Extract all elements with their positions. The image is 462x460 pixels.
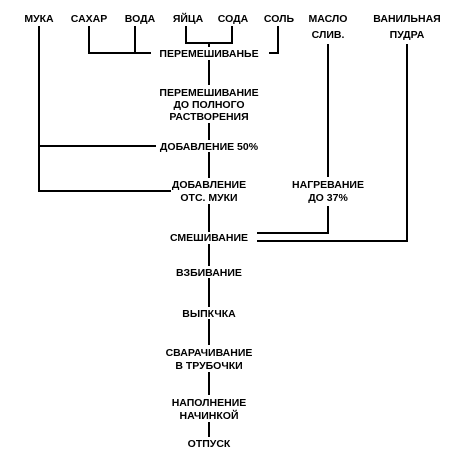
step-output: ОТПУСК: [188, 438, 231, 450]
connector-lines: [38, 26, 408, 437]
ingredient-eggs: ЯЙЦА: [173, 12, 204, 25]
step-add-50: ДОБАВЛЕНИЕ 50%: [160, 141, 259, 153]
step-mixing: ПЕРЕМЕШИВАНЬЕ: [159, 48, 258, 60]
step-rolling-line2: В ТРУБОЧКИ: [175, 360, 242, 372]
step-baking: ВЫПКЧКА: [182, 308, 236, 320]
process-steps: ПЕРЕМЕШИВАНЬЕ ПЕРЕМЕШИВАНИЕ ДО ПОЛНОГО Р…: [159, 48, 364, 450]
step-heating-line2: ДО 37%: [308, 192, 348, 204]
ingredient-flour: МУКА: [24, 13, 54, 25]
step-filling-line1: НАПОЛНЕНИЕ: [172, 397, 247, 409]
step-add-rest-line2: ОТС. МУКИ: [180, 192, 237, 204]
ingredient-sugar: САХАР: [71, 13, 108, 25]
step-filling-line2: НАЧИНКОЙ: [180, 409, 239, 422]
ingredient-butter-line2: СЛИВ.: [312, 29, 345, 41]
step-whipping: ВЗБИВАНИЕ: [176, 267, 242, 279]
step-heating-line1: НАГРЕВАНИЕ: [292, 179, 364, 191]
ingredient-soda: СОДА: [218, 13, 249, 25]
step-full-mixing-line2: ДО ПОЛНОГО: [173, 99, 244, 111]
ingredient-vanilla-line1: ВАНИЛЬНАЯ: [373, 13, 440, 25]
ingredient-butter-line1: МАСЛО: [309, 13, 348, 25]
step-full-mixing-line1: ПЕРЕМЕШИВАНИЕ: [159, 87, 258, 99]
ingredient-salt: СОЛЬ: [264, 13, 295, 25]
step-full-mixing-line3: РАСТВОРЕНИЯ: [169, 111, 248, 123]
ingredient-water: ВОДА: [125, 13, 156, 25]
ingredients-row: МУКА САХАР ВОДА ЯЙЦА СОДА СОЛЬ МАСЛО СЛИ…: [24, 12, 440, 41]
ingredient-vanilla-line2: ПУДРА: [390, 29, 425, 41]
step-add-rest-line1: ДОБАВЛЕНИЕ: [172, 179, 246, 191]
step-blending: СМЕШИВАНИЕ: [170, 232, 248, 244]
step-rolling-line1: СВАРАЧИВАНИЕ: [166, 347, 253, 359]
